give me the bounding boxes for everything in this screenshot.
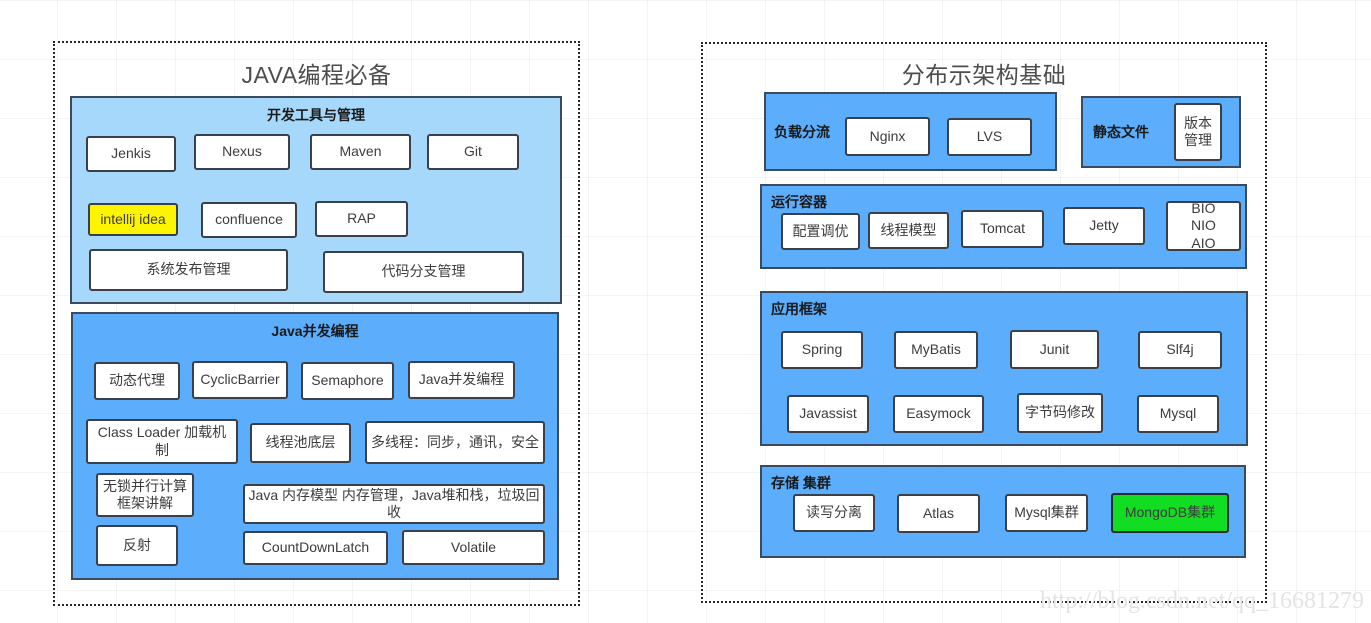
node-confluence[interactable]: confluence	[201, 202, 297, 238]
node-jetty[interactable]: Jetty	[1063, 207, 1145, 245]
group-storage-cluster-title: 存储 集群	[771, 475, 831, 491]
node-lvs[interactable]: LVS	[947, 118, 1032, 156]
node-threadpool-internals[interactable]: 线程池底层	[250, 423, 351, 463]
node-maven[interactable]: Maven	[310, 134, 411, 170]
node-volatile[interactable]: Volatile	[402, 530, 545, 565]
node-spring[interactable]: Spring	[781, 331, 863, 369]
node-junit[interactable]: Junit	[1010, 330, 1099, 369]
node-mongodb-cluster[interactable]: MongoDB集群	[1111, 493, 1229, 533]
node-semaphore[interactable]: Semaphore	[301, 362, 394, 400]
page-title-distributed: 分布示架构基础	[901, 62, 1067, 88]
node-release-management[interactable]: 系统发布管理	[89, 249, 288, 291]
node-nginx[interactable]: Nginx	[845, 117, 930, 156]
page-title-java: JAVA编程必备	[241, 62, 392, 88]
node-java-concurrency[interactable]: Java并发编程	[408, 361, 515, 399]
node-dynamic-proxy[interactable]: 动态代理	[94, 362, 180, 400]
node-multithread-topics[interactable]: 多线程：同步，通讯，安全	[365, 421, 545, 464]
node-mysql[interactable]: Mysql	[1137, 395, 1219, 433]
node-branch-management[interactable]: 代码分支管理	[323, 251, 524, 293]
node-thread-model[interactable]: 线程模型	[868, 212, 949, 249]
node-intellij-idea[interactable]: intellij idea	[88, 203, 178, 236]
group-load-balancing-title: 负载分流	[774, 123, 830, 140]
node-jvm-memory-model[interactable]: Java 内存模型 内存管理，Java堆和栈，垃圾回收	[243, 484, 545, 524]
node-nexus[interactable]: Nexus	[194, 134, 290, 170]
node-config-tuning[interactable]: 配置调优	[781, 213, 860, 250]
node-lockfree-framework[interactable]: 无锁并行计算 框架讲解	[96, 473, 194, 517]
node-rap[interactable]: RAP	[315, 201, 408, 237]
node-mybatis[interactable]: MyBatis	[894, 331, 978, 369]
node-javassist[interactable]: Javassist	[787, 395, 869, 433]
node-reflection[interactable]: 反射	[96, 525, 178, 566]
node-version-management[interactable]: 版本 管理	[1174, 103, 1222, 161]
node-atlas[interactable]: Atlas	[897, 494, 980, 533]
group-dev-tools-title: 开发工具与管理	[267, 107, 365, 123]
node-mysql-cluster[interactable]: Mysql集群	[1005, 494, 1088, 532]
group-application-framework-title: 应用框架	[771, 301, 827, 317]
node-jenkis[interactable]: Jenkis	[86, 136, 176, 172]
group-runtime-container-title: 运行容器	[771, 194, 827, 210]
node-git[interactable]: Git	[427, 134, 519, 170]
node-easymock[interactable]: Easymock	[893, 395, 984, 433]
panel-distributed: 分布示架构基础	[701, 42, 1267, 603]
watermark: http://blog.csdn.net/qq_16681279	[1040, 588, 1364, 614]
node-slf4j[interactable]: Slf4j	[1138, 331, 1222, 369]
node-countdownlatch[interactable]: CountDownLatch	[243, 531, 388, 565]
node-class-loader[interactable]: Class Loader 加载机制	[86, 419, 238, 464]
node-tomcat[interactable]: Tomcat	[961, 210, 1044, 248]
group-java-concurrency-title: Java并发编程	[271, 323, 359, 339]
panel-java: JAVA编程必备	[53, 41, 580, 606]
node-bio-nio-aio[interactable]: BIO NIO AIO	[1166, 200, 1241, 251]
node-read-write-split[interactable]: 读写分离	[793, 494, 875, 532]
node-cyclicbarrier[interactable]: CyclicBarrier	[192, 361, 288, 399]
group-static-files-title: 静态文件	[1093, 124, 1149, 140]
node-bytecode-modification[interactable]: 字节码修改	[1017, 393, 1103, 433]
